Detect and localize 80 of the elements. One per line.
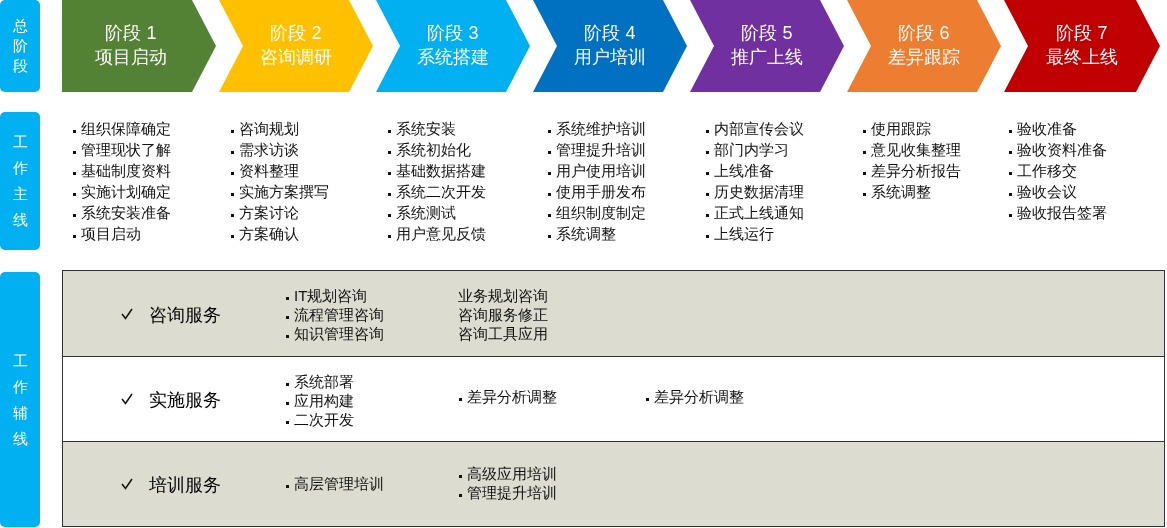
side-tab [0, 112, 40, 250]
table-row [62, 356, 1165, 442]
tab-label: 工作辅线 [12, 350, 28, 449]
list-item: 组织保障确定 [72, 119, 171, 138]
stage-number: 阶段 1 [104, 22, 158, 44]
stage-banner [62, 0, 216, 92]
list-item: 系统部署 [285, 372, 354, 391]
list-item: 部门内学习 [705, 140, 789, 159]
list-item: 差异分析报告 [862, 161, 961, 180]
list-item: 二次开发 [285, 410, 354, 429]
list-item: 正式上线通知 [705, 203, 804, 222]
list-item: 需求访谈 [230, 140, 299, 159]
stage-name: 最终上线 [1045, 46, 1119, 68]
row-title: 培训服务 [149, 474, 221, 497]
stage-name: 系统搭建 [416, 46, 490, 68]
list-item: 咨询规划 [230, 119, 299, 138]
stage-name: 推广上线 [730, 46, 804, 68]
list-item: 系统调整 [547, 224, 616, 243]
list-item: IT规划咨询 [285, 286, 368, 305]
list-item: 基础制度资料 [72, 161, 171, 180]
list-item: 用户意见反馈 [387, 224, 486, 243]
list-item: 咨询服务修正 [458, 305, 548, 324]
list-item: 高级应用培训 [458, 464, 557, 483]
tab-label: 工作主线 [12, 132, 28, 230]
tab-label: 总阶段 [12, 16, 28, 76]
list-item: 系统安装准备 [72, 203, 171, 222]
list-item: 系统测试 [387, 203, 456, 222]
list-item: 方案确认 [230, 224, 299, 243]
stage-number: 阶段 7 [1055, 22, 1109, 44]
row-title: 咨询服务 [149, 303, 221, 327]
side-tab [0, 0, 40, 92]
row-title: 实施服务 [149, 389, 221, 412]
list-item: 验收资料准备 [1008, 140, 1107, 159]
list-item: 使用手册发布 [547, 182, 646, 201]
stage-name: 差异跟踪 [887, 46, 961, 68]
list-item: 上线准备 [705, 161, 774, 180]
list-item: 高层管理培训 [285, 474, 384, 493]
side-tab [0, 272, 40, 527]
list-item: 管理现状了解 [72, 140, 171, 159]
list-item: 实施计划确定 [72, 182, 171, 201]
list-item: 差异分析调整 [645, 387, 744, 406]
list-item: 验收准备 [1008, 119, 1077, 138]
list-item: 咨询工具应用 [458, 324, 548, 343]
list-item: 方案讨论 [230, 203, 299, 222]
list-item: 系统安装 [387, 119, 456, 138]
list-item: 历史数据清理 [705, 182, 804, 201]
stage-number: 阶段 4 [583, 22, 637, 44]
stage-name: 项目启动 [94, 46, 168, 68]
list-item: 项目启动 [72, 224, 141, 243]
list-item: 系统维护培训 [547, 119, 646, 138]
stage-number: 阶段 5 [740, 22, 794, 44]
list-item: 管理提升培训 [547, 140, 646, 159]
stage-number: 阶段 2 [269, 22, 323, 44]
list-item: 组织制度制定 [547, 203, 646, 222]
list-item: 工作移交 [1008, 161, 1077, 180]
list-item: 意见收集整理 [862, 140, 961, 159]
list-item: 系统初始化 [387, 140, 471, 159]
list-item: 内部宣传会议 [705, 119, 804, 138]
table-row [62, 270, 1165, 357]
list-item: 差异分析调整 [458, 387, 557, 406]
list-item: 资料整理 [230, 161, 299, 180]
list-item: 系统调整 [862, 182, 931, 201]
list-item: 管理提升培训 [458, 483, 557, 502]
stage-name: 咨询调研 [259, 46, 333, 68]
table-row [62, 441, 1165, 527]
stage-number: 阶段 6 [897, 22, 951, 44]
list-item: 用户使用培训 [547, 161, 646, 180]
stage-name: 用户培训 [573, 46, 647, 68]
list-item: 使用跟踪 [862, 119, 931, 138]
list-item: 流程管理咨询 [285, 305, 384, 324]
stage-number: 阶段 3 [426, 22, 480, 44]
list-item: 业务规划咨询 [458, 286, 548, 305]
list-item: 基础数据搭建 [387, 161, 486, 180]
list-item: 系统二次开发 [387, 182, 486, 201]
list-item: 知识管理咨询 [285, 324, 384, 343]
list-item: 上线运行 [705, 224, 774, 243]
list-item: 实施方案撰写 [230, 182, 329, 201]
list-item: 验收会议 [1008, 182, 1077, 201]
list-item: 应用构建 [285, 391, 354, 410]
list-item: 验收报告签署 [1008, 203, 1107, 222]
